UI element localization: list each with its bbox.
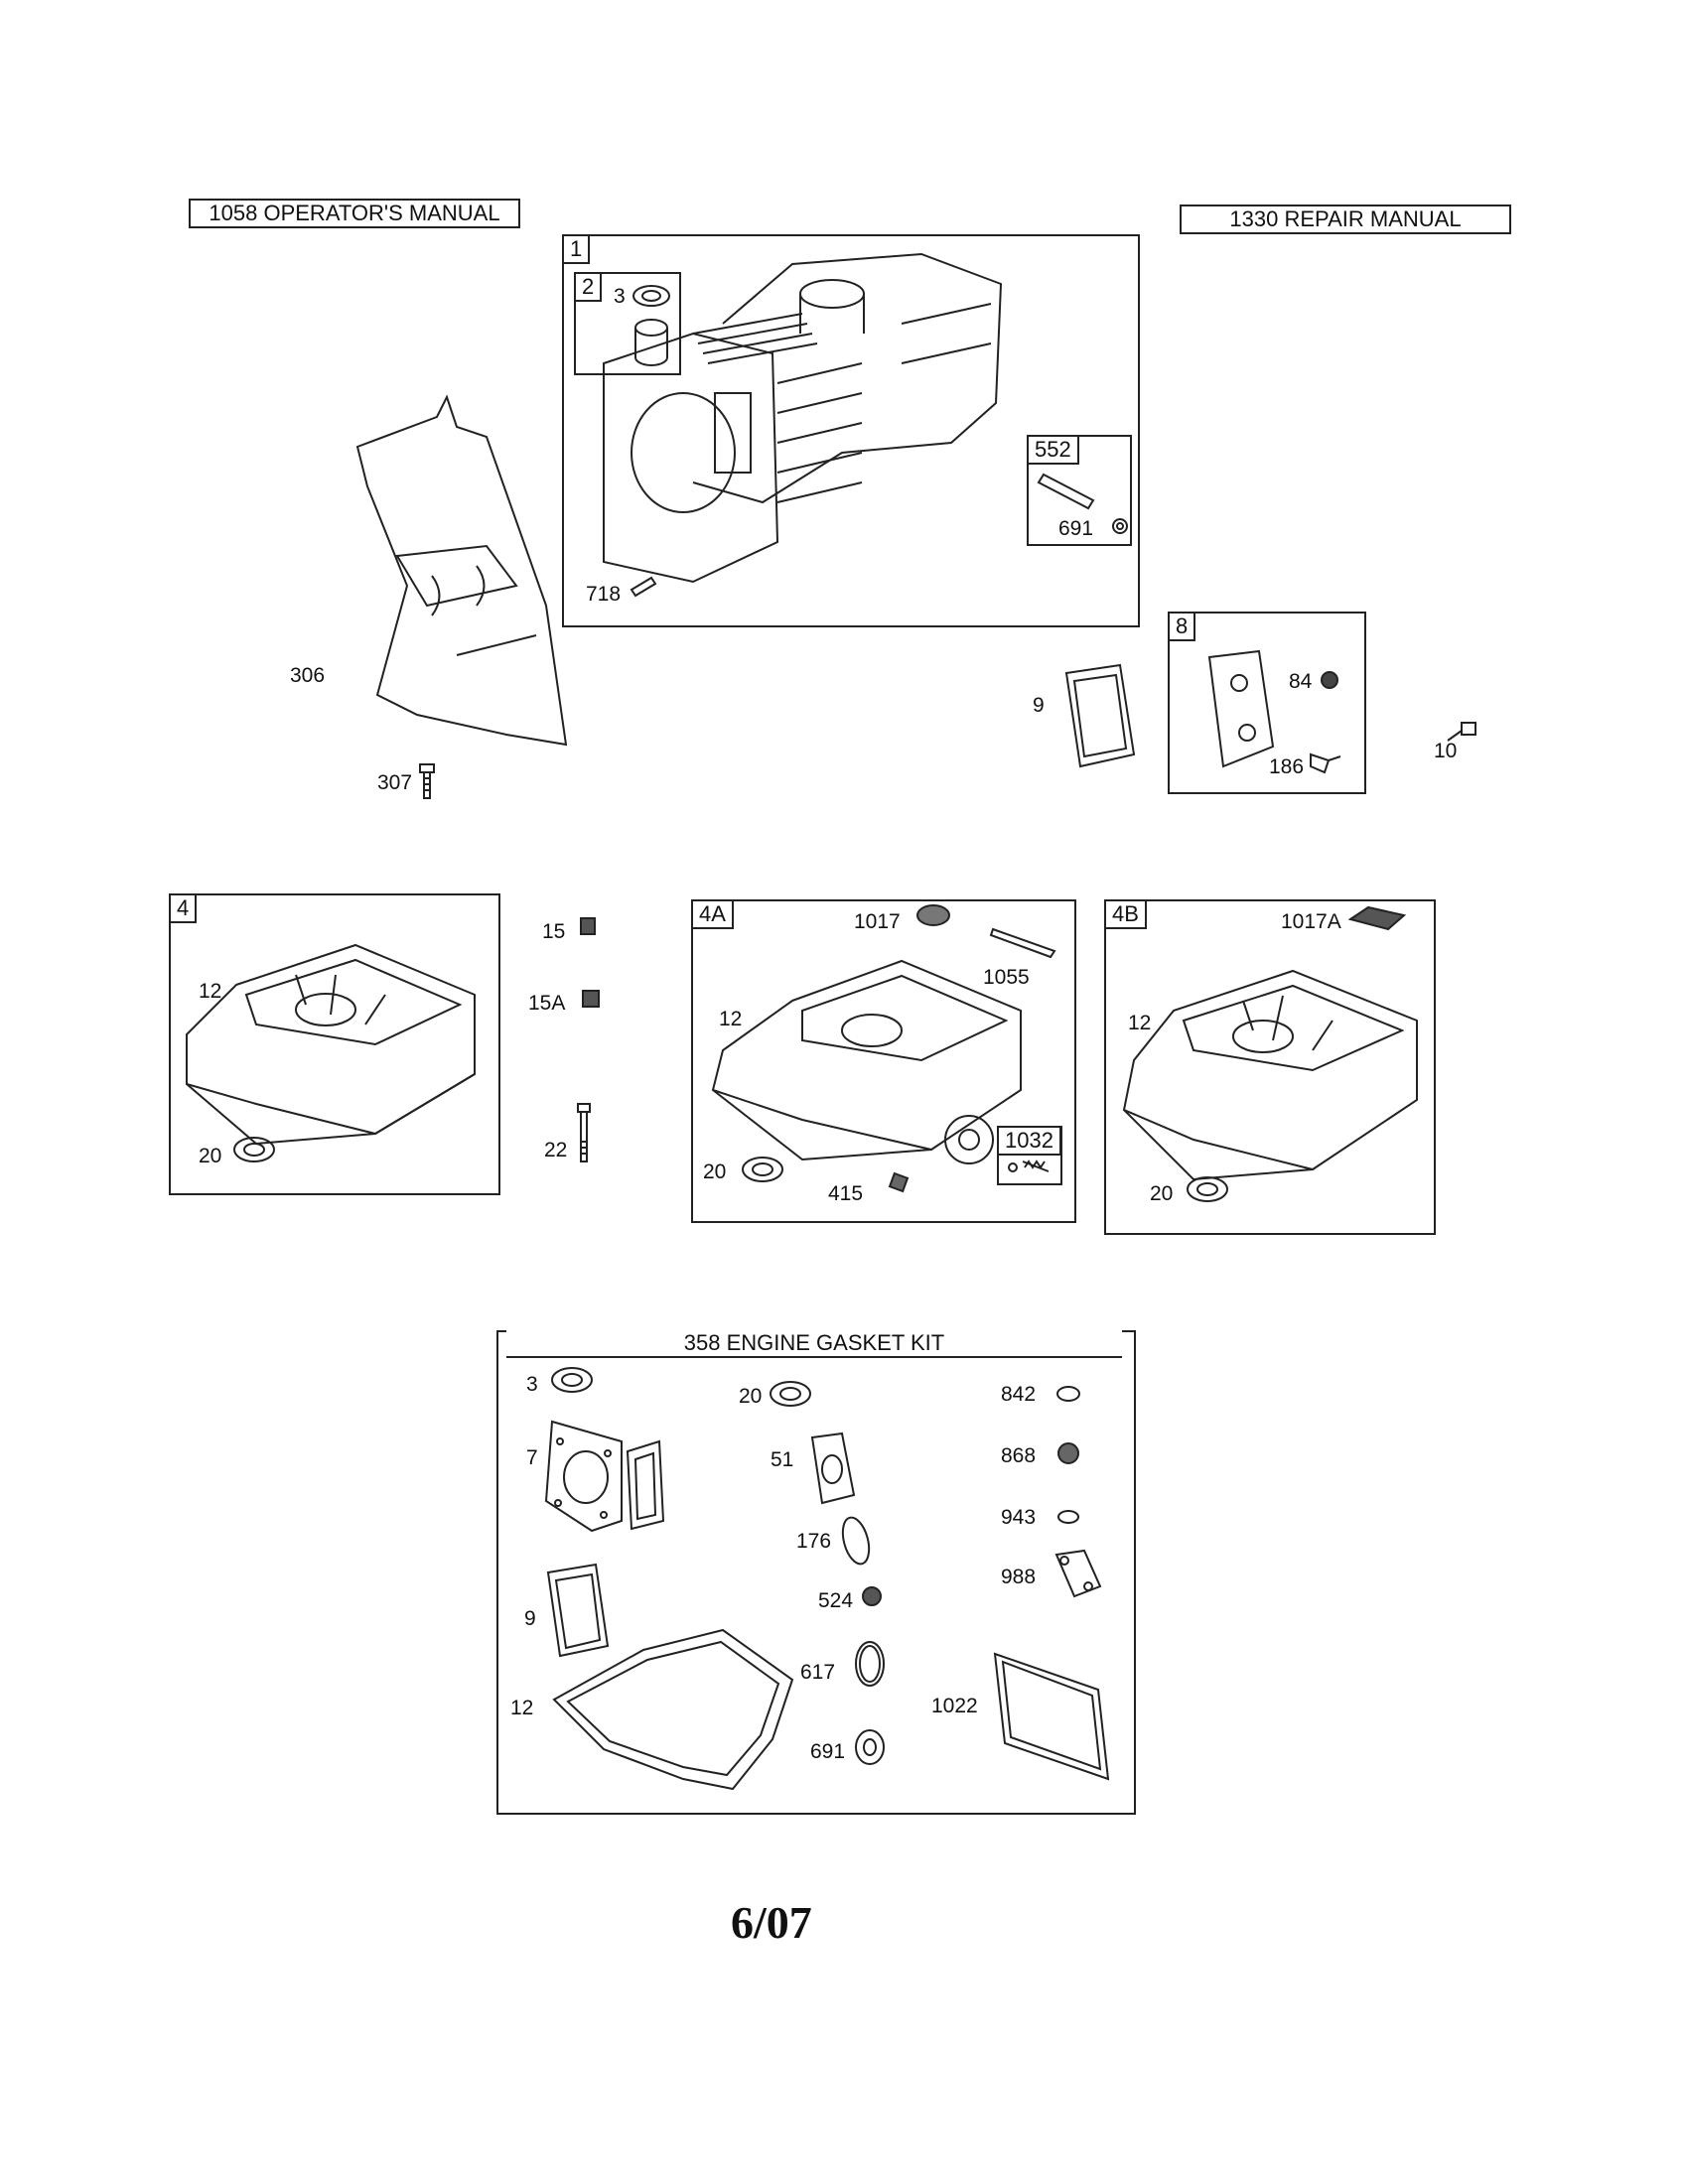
sump-4-illustration: [186, 943, 476, 1146]
bolt-22-icon: [577, 1103, 591, 1162]
part-12-label: 12: [199, 980, 222, 1003]
kit-part-943-label: 943: [1001, 1506, 1037, 1529]
group-8-tag: 8: [1168, 612, 1196, 641]
breather-gasket-9-icon: [546, 1563, 610, 1658]
part-12-4a-label: 12: [719, 1008, 743, 1030]
group-4a-tag: 4A: [691, 899, 734, 929]
part-306-label: 306: [290, 664, 326, 687]
plug-15-icon: [580, 917, 596, 935]
repair-manual-label: 1330 REPAIR MANUAL: [1180, 205, 1511, 234]
group-2-frame: 2 3: [574, 272, 681, 375]
part-15-label: 15: [542, 920, 566, 943]
kit-part-51-label: 51: [771, 1448, 794, 1471]
fitting-415-icon: [888, 1171, 910, 1193]
part-691-label: 691: [1058, 517, 1094, 540]
operators-manual-label: 1058 OPERATOR'S MANUAL: [189, 199, 520, 228]
plug-1017-icon: [916, 904, 950, 926]
seal-84-icon: [1321, 671, 1338, 689]
part-10-label: 10: [1434, 740, 1458, 762]
part-12-4b-label: 12: [1128, 1012, 1152, 1034]
part-20-label: 20: [199, 1145, 222, 1167]
head-gasket-7-icon: [544, 1420, 665, 1533]
kit-part-7-label: 7: [526, 1446, 538, 1469]
kit-part-176-label: 176: [796, 1530, 832, 1553]
pin-seal-icon: [1037, 473, 1128, 534]
seal-868-icon: [1057, 1442, 1079, 1464]
seal-3-icon: [551, 1367, 593, 1393]
sump-gasket-12-icon: [552, 1628, 794, 1791]
part-3-label: 3: [614, 285, 626, 308]
dipstick-cap-1017a-icon: [1347, 905, 1407, 931]
gasket-kit-title: 358 ENGINE GASKET KIT: [506, 1330, 1122, 1358]
cylinder-block-illustration: [603, 252, 1003, 584]
kit-part-20-label: 20: [739, 1385, 763, 1408]
seal-20-kit-icon: [770, 1381, 811, 1407]
sump-4b-illustration: [1122, 969, 1418, 1181]
gasket-176-icon: [841, 1516, 871, 1566]
part-20-4a-label: 20: [703, 1160, 727, 1183]
intake-gasket-51-icon: [810, 1432, 856, 1505]
seal-524-icon: [862, 1586, 882, 1606]
kit-part-868-label: 868: [1001, 1444, 1037, 1467]
kit-part-842-label: 842: [1001, 1383, 1037, 1406]
sump-4a-illustration: [711, 959, 1022, 1164]
group-1032-tag: 1032: [997, 1126, 1061, 1156]
kit-part-1022-label: 1022: [931, 1695, 978, 1717]
screw-186-icon: [1310, 752, 1341, 774]
screw-10-icon: [1447, 722, 1476, 742]
group-552-tag: 552: [1027, 435, 1079, 465]
group-552-frame: 552 691: [1027, 435, 1132, 546]
group-1032-frame: 1032: [997, 1126, 1062, 1185]
group-2-tag: 2: [574, 272, 603, 302]
kit-part-3-label: 3: [526, 1373, 538, 1396]
breather-gasket-icon: [1064, 663, 1136, 768]
group-4a-frame: 4A 1017 1055 12 1032 20 415: [691, 899, 1076, 1223]
kit-part-12-label: 12: [510, 1697, 534, 1719]
part-22-label: 22: [544, 1139, 568, 1161]
kit-part-988-label: 988: [1001, 1566, 1037, 1588]
part-186-label: 186: [1269, 755, 1305, 778]
part-307-label: 307: [377, 771, 413, 794]
dowel-pin-icon: [630, 576, 657, 598]
gasket-1022-icon: [993, 1652, 1110, 1781]
seal-20-4a-icon: [742, 1157, 783, 1182]
plug-15a-icon: [582, 990, 600, 1008]
gasket-988-icon: [1054, 1549, 1102, 1598]
part-1017-label: 1017: [854, 910, 901, 933]
part-20-4b-label: 20: [1150, 1182, 1174, 1205]
group-8-frame: 8 84 186: [1168, 612, 1366, 794]
kit-part-9-label: 9: [524, 1607, 536, 1630]
part-9-label: 9: [1033, 694, 1045, 717]
tube-1055-icon: [989, 927, 1056, 959]
kit-part-524-label: 524: [818, 1589, 854, 1612]
screw-307-icon: [419, 763, 435, 799]
seal-20-icon: [233, 1137, 275, 1162]
revision-date: 6/07: [731, 1897, 812, 1948]
part-15a-label: 15A: [528, 992, 566, 1015]
part-1055-label: 1055: [983, 966, 1030, 989]
o-ring-842-icon: [1056, 1386, 1080, 1402]
relief-spring-icon: [1008, 1160, 1050, 1172]
bearing-bushing-icon: [632, 285, 670, 366]
group-1-tag: 1: [562, 234, 591, 264]
part-415-label: 415: [828, 1182, 864, 1205]
kit-part-617-label: 617: [800, 1661, 836, 1684]
part-718-label: 718: [586, 583, 622, 606]
group-1-frame: 1 2 3 552 691: [562, 234, 1140, 627]
kit-part-691-label: 691: [810, 1740, 846, 1763]
breather-cover-icon: [1207, 649, 1275, 768]
group-4b-tag: 4B: [1104, 899, 1147, 929]
group-4-tag: 4: [169, 893, 198, 923]
o-ring-943-icon: [1057, 1510, 1079, 1524]
seal-691-icon: [855, 1729, 885, 1765]
seal-20-4b-icon: [1187, 1176, 1228, 1202]
cylinder-shroud-illustration: [355, 394, 568, 747]
part-1017a-label: 1017A: [1281, 910, 1341, 933]
o-ring-617-icon: [855, 1641, 885, 1687]
group-4b-frame: 4B 1017A 12 20: [1104, 899, 1436, 1235]
gasket-kit-frame: 358 ENGINE GASKET KIT 3 7 9 12 20 51 176…: [496, 1330, 1136, 1815]
group-4-frame: 4 12 20: [169, 893, 500, 1195]
part-84-label: 84: [1289, 670, 1313, 693]
